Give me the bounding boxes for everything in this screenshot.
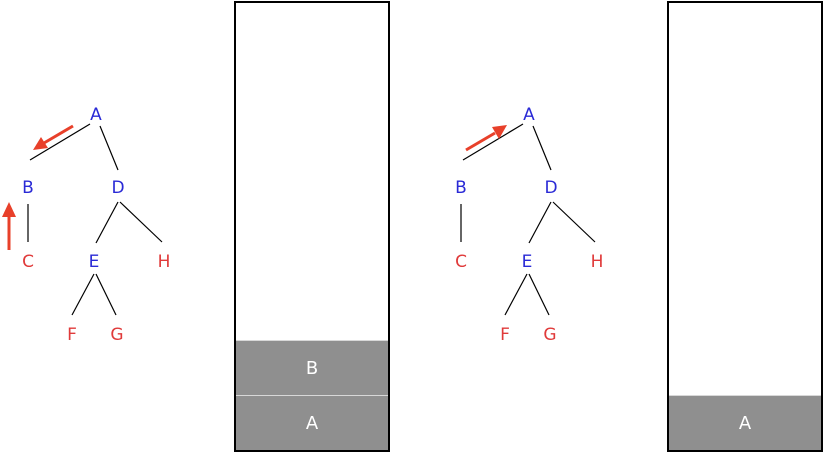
node-g: G [543,325,556,345]
node-g: G [110,325,123,345]
node-f: F [67,325,77,345]
edge-d-h [119,201,163,243]
stack-2: A [667,1,823,452]
stack-item: A [236,395,388,450]
node-h: H [591,252,604,272]
edge-e-f [504,273,528,316]
edge-e-f [71,273,95,316]
edge-d-e [528,201,552,244]
node-h: H [158,252,171,272]
node-b: B [22,178,34,198]
stack-items-2: A [669,395,821,450]
edge-e-g [528,273,550,316]
edge-d-e [95,201,119,244]
traversal-arrow-b-to-a [465,125,507,152]
edge-a-d [99,125,119,171]
stack-items-1: B A [236,340,388,450]
edge-a-b [29,123,91,161]
node-e: E [89,252,100,272]
node-b: B [455,178,467,198]
stack-1: B A [234,1,390,452]
tree-diagram-2: A B D C E H F G [455,105,604,345]
node-a: A [523,105,535,125]
node-d: D [544,178,557,198]
stack-item: A [669,395,821,450]
node-f: F [500,325,510,345]
edge-d-h [552,201,596,243]
node-c: C [455,252,467,272]
edge-a-b [462,123,524,161]
node-c: C [22,252,34,272]
traversal-arrow-a-to-b [33,124,74,150]
node-e: E [522,252,533,272]
node-d: D [111,178,124,198]
node-a: A [90,105,102,125]
tree-diagram-1: A B D C E H F G [2,105,171,345]
edge-e-g [95,273,117,316]
stack-item: B [236,340,388,395]
edge-a-d [532,125,552,171]
traversal-arrow-c-to-b [2,202,16,250]
